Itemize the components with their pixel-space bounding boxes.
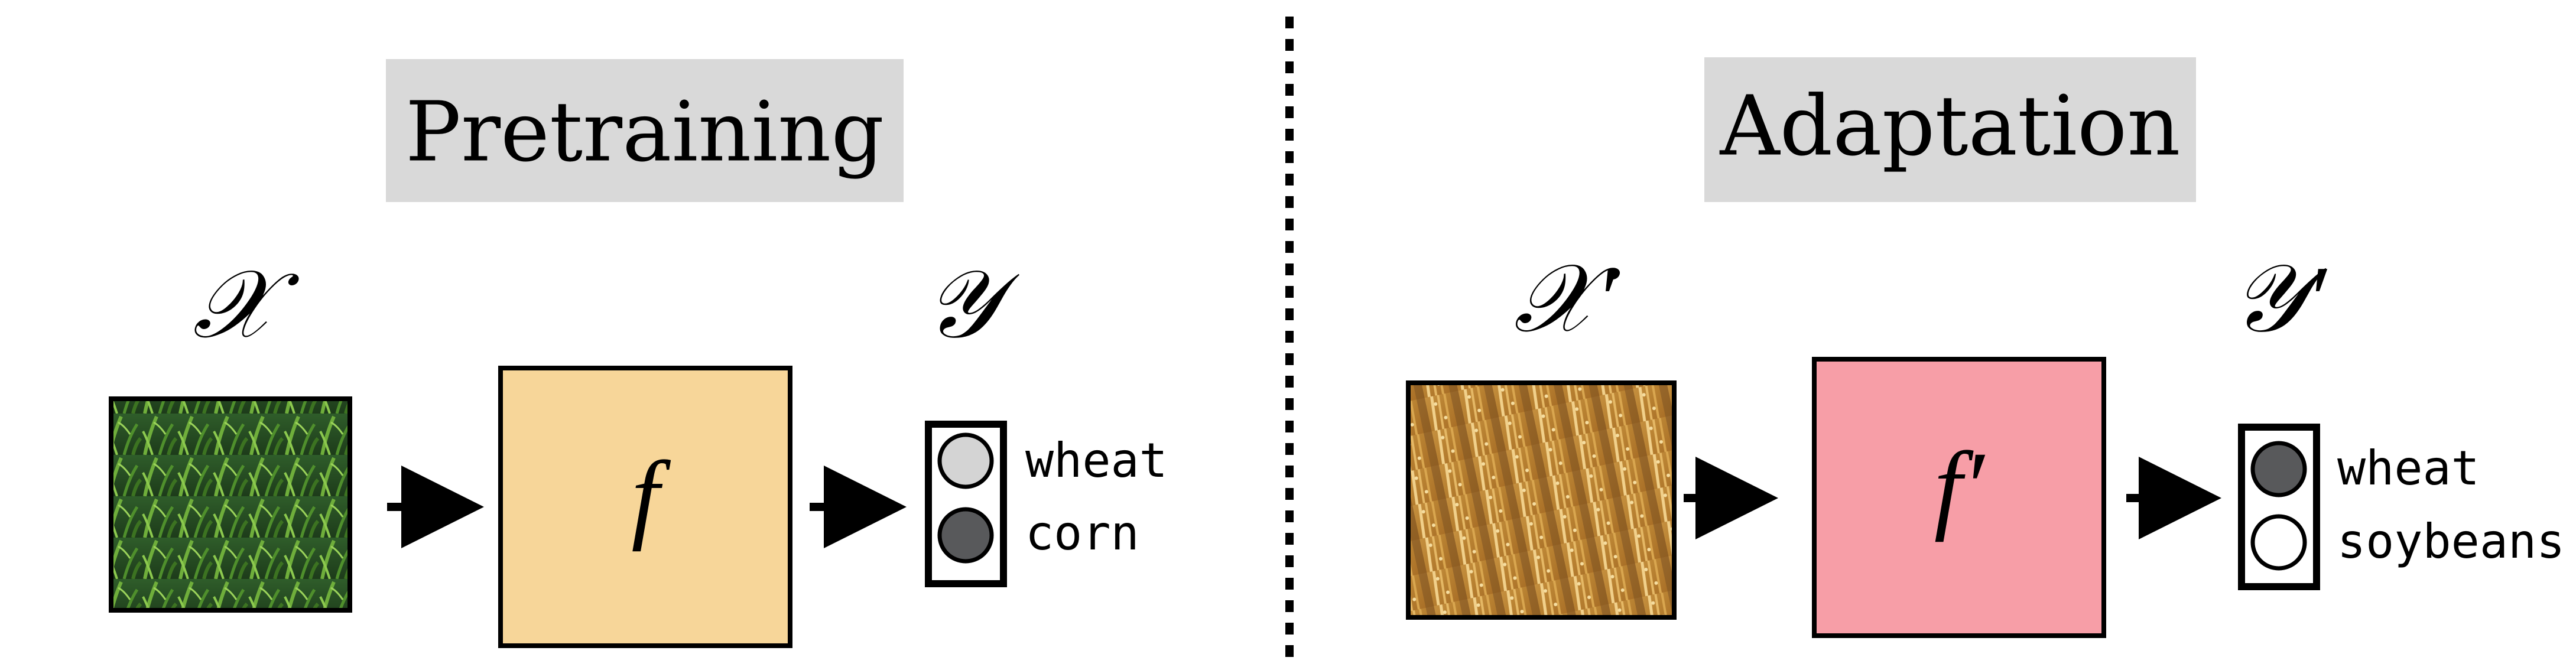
wheatfield-image	[1406, 380, 1677, 620]
adapted-label-output-panel	[2238, 424, 2320, 590]
cornfield-image	[109, 396, 352, 613]
adapted-label-soybeans: soybeans	[2337, 514, 2565, 569]
input-space-symbol: 𝒳	[193, 252, 300, 357]
pretraining-section: Pretraining 𝒳 f 𝒴 wheat corn	[109, 59, 1168, 648]
adapted-label-node-soybeans	[2250, 514, 2307, 571]
adapted-output-space-symbol: 𝒴′	[2231, 246, 2327, 352]
label-node-wheat	[937, 432, 994, 489]
adapted-input-space-symbol: 𝒳′	[1514, 246, 1621, 352]
pretraining-title-box	[386, 59, 904, 202]
adapted-label-wheat: wheat	[2337, 441, 2480, 496]
adaptation-title-box	[1704, 57, 2196, 202]
adapted-label-node-wheat	[2250, 441, 2307, 497]
pretrained-model-box	[498, 366, 792, 648]
adapted-model-symbol: f′	[1934, 431, 1986, 542]
label-wheat: wheat	[1025, 433, 1168, 488]
output-space-symbol: 𝒴	[924, 252, 1019, 357]
adapted-model-box	[1812, 357, 2106, 638]
pretraining-title: Pretraining	[405, 84, 884, 181]
label-output-panel	[925, 421, 1007, 587]
label-corn: corn	[1025, 506, 1139, 561]
adaptation-section: Adaptation 𝒳′ f′ 𝒴′ wheat soybeans	[1406, 57, 2565, 638]
adaptation-title: Adaptation	[1719, 79, 2180, 175]
label-node-corn	[937, 507, 994, 564]
